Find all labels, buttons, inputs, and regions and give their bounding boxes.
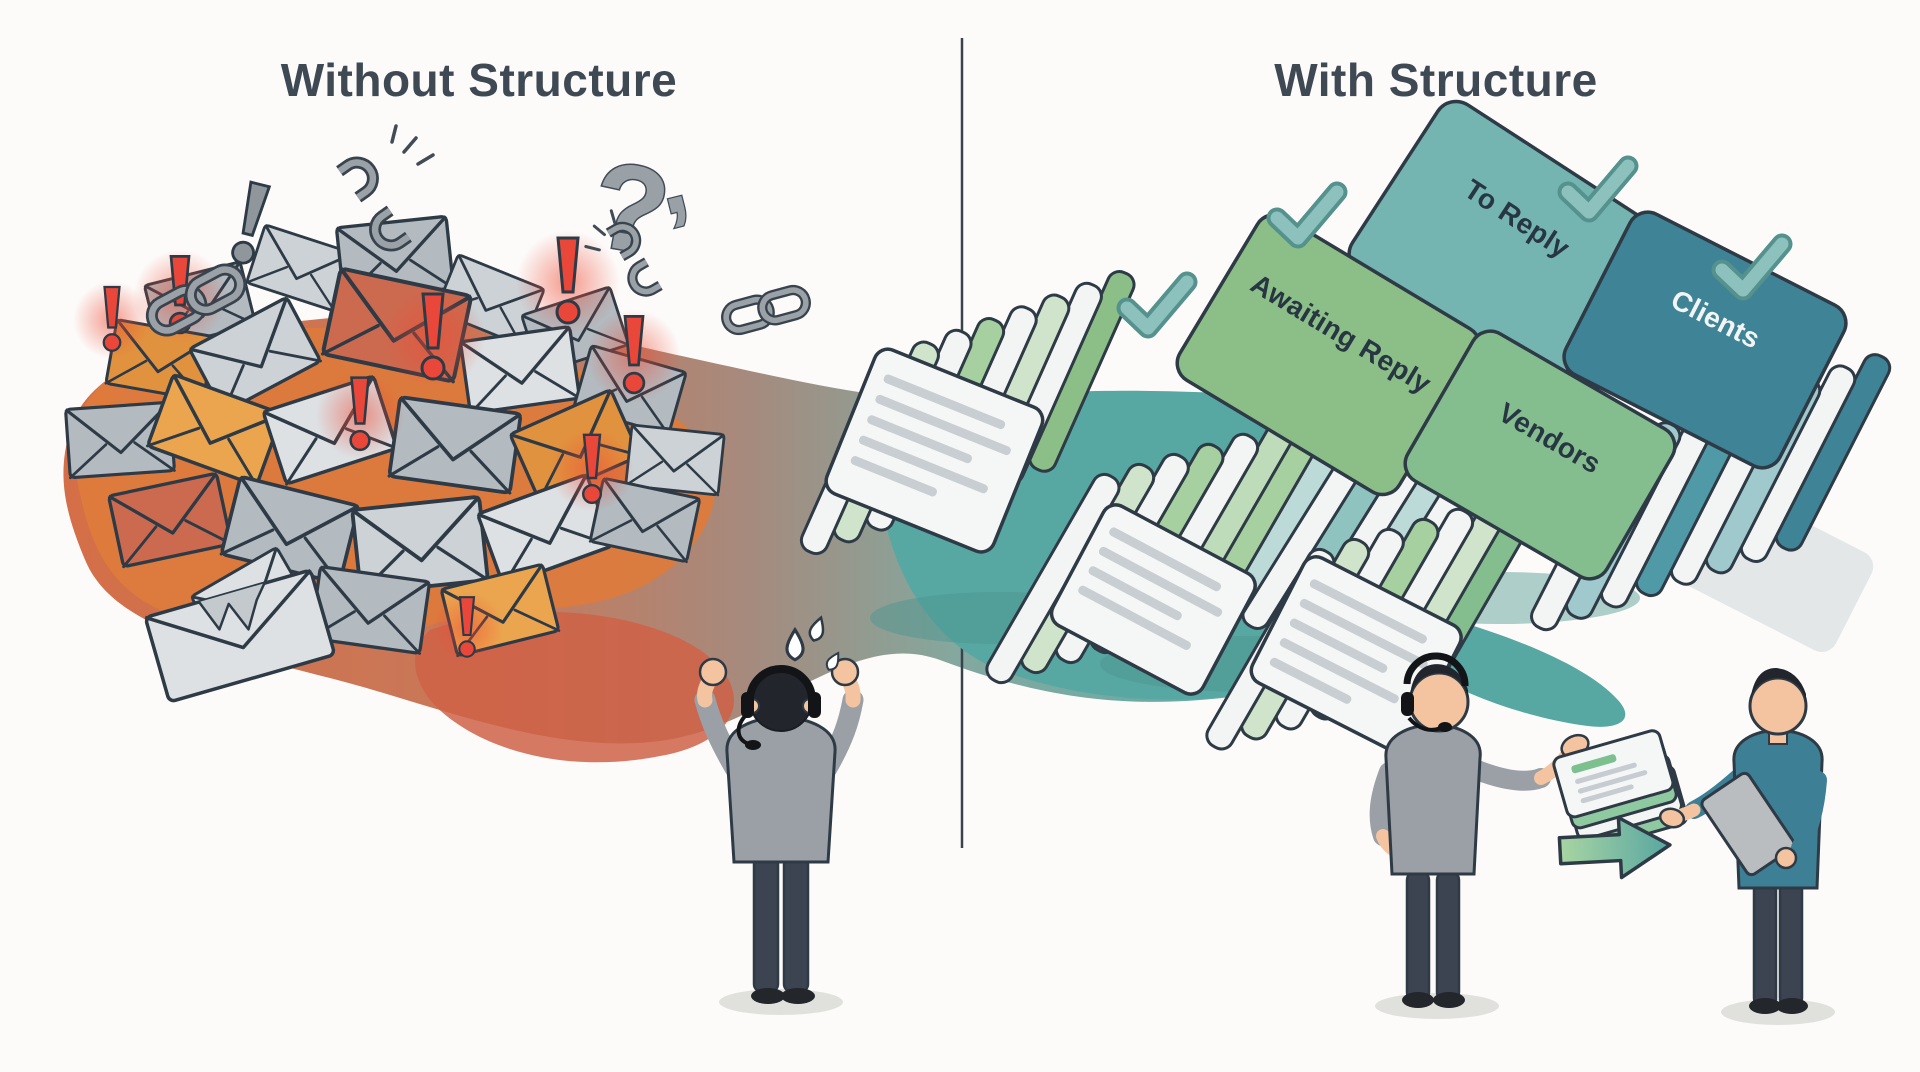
tablet xyxy=(1700,771,1796,877)
document-card xyxy=(824,347,1045,554)
organized-floor-extension xyxy=(1438,616,1626,727)
support-agent-person xyxy=(1369,652,1590,1019)
torn-envelope xyxy=(144,568,336,703)
client-person xyxy=(1658,668,1835,1025)
headset-icon xyxy=(1403,652,1469,687)
left-title: Without Structure xyxy=(281,54,678,106)
broken-chain-icon xyxy=(340,124,435,252)
folder-stack-unlabeled xyxy=(799,270,1136,556)
checkmark-icon xyxy=(1277,192,1337,238)
handoff-arrow-icon xyxy=(1557,815,1672,880)
document-stack xyxy=(1552,729,1689,852)
headset-icon xyxy=(746,665,816,701)
right-title: With Structure xyxy=(1274,54,1597,106)
broken-chain-icon xyxy=(584,209,660,297)
right-panel: With Structure To Reply Clients xyxy=(799,54,1892,1025)
stressed-person xyxy=(694,614,864,1015)
folder-stack-awaiting-reply: Awaiting Reply xyxy=(985,212,1482,696)
checkmark-icon xyxy=(1127,282,1187,328)
document-card xyxy=(1049,503,1257,696)
chain-icon xyxy=(723,287,808,333)
